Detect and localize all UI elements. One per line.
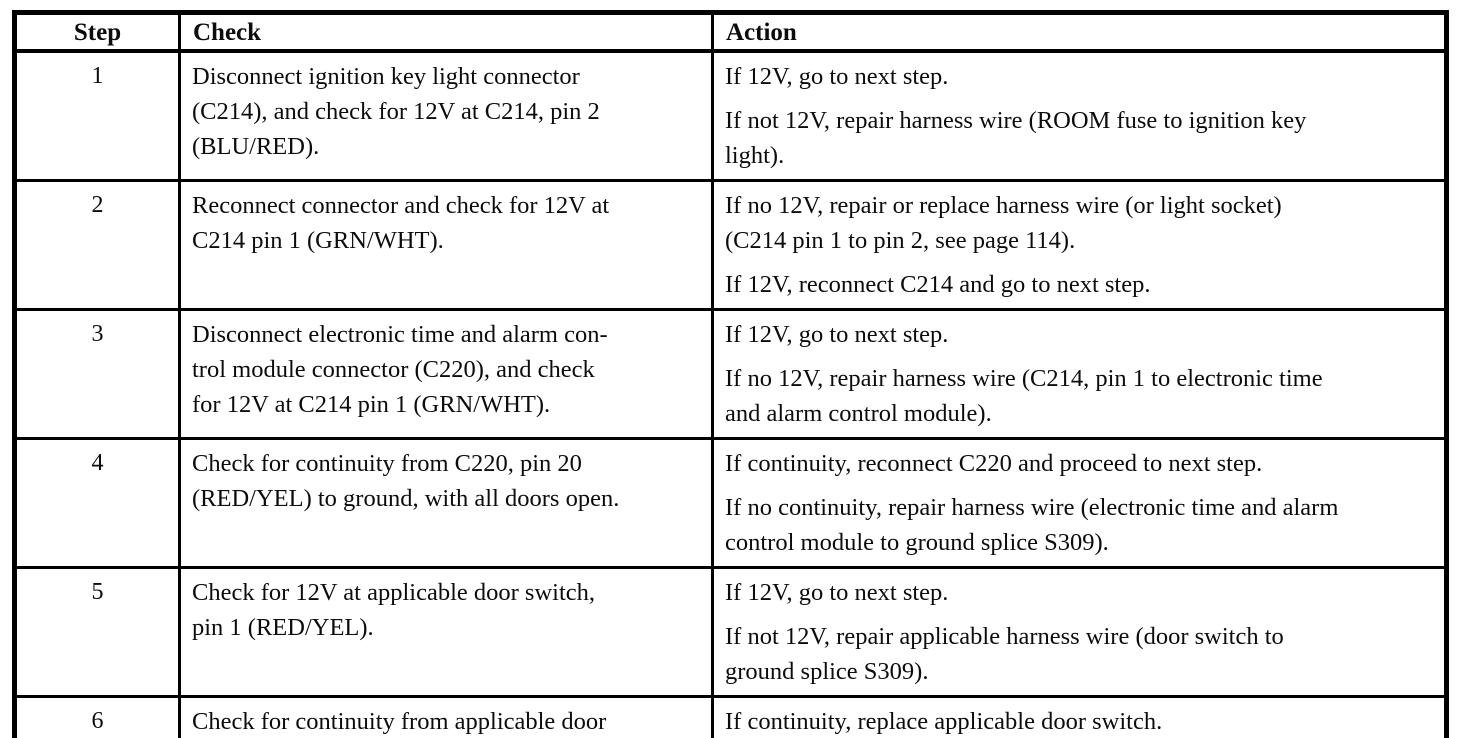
- action-text: If no continuity, repair harness wire (e…: [725, 493, 1339, 556]
- action-text: If 12V, reconnect C214 and go to next st…: [725, 270, 1151, 298]
- action-cell: If 12V, go to next step. If not 12V, repa…: [711, 565, 1448, 698]
- action-text: If not 12V, repair applicable harness wi…: [725, 622, 1284, 685]
- check-text: Check for 12V at applicable door switch,…: [178, 565, 714, 698]
- check-text: Disconnect ignition key light connector …: [178, 49, 714, 182]
- check-text: Reconnect connector and check for 12V at…: [178, 178, 714, 311]
- action-cell: If continuity, replace applicable door s…: [711, 694, 1448, 738]
- action-cell: If no 12V, repair or replace harness wir…: [711, 178, 1448, 311]
- column-header-check: Check: [178, 11, 714, 53]
- step-number: 5: [13, 565, 181, 698]
- column-header-action: Action: [711, 11, 1448, 53]
- action-cell: If 12V, go to next step. If no 12V, repai…: [711, 307, 1448, 440]
- action-text: If 12V, go to next step.: [725, 62, 949, 90]
- step-number: 4: [13, 436, 181, 569]
- step-number: 6: [13, 694, 181, 738]
- action-cell: If 12V, go to next step. If not 12V, repa…: [711, 49, 1448, 182]
- step-number: 1: [13, 49, 181, 182]
- header-row: Step Check Action: [13, 11, 1448, 53]
- check-text: Disconnect electronic time and alarm con…: [178, 307, 714, 440]
- step-number: 3: [13, 307, 181, 440]
- action-cell: If continuity, reconnect C220 and procee…: [711, 436, 1448, 569]
- step-number: 2: [13, 178, 181, 311]
- action-text: If no 12V, repair harness wire (C214, pi…: [725, 364, 1323, 427]
- action-text: If continuity, reconnect C220 and procee…: [725, 449, 1263, 477]
- action-text: If no 12V, repair or replace harness wir…: [725, 191, 1282, 254]
- check-text: Check for continuity from C220, pin 20 (…: [178, 436, 714, 569]
- column-header-step: Step: [13, 11, 181, 53]
- action-text: If continuity, replace applicable door s…: [725, 707, 1163, 735]
- check-text: Check for continuity from applicable doo…: [178, 694, 714, 738]
- action-text: If 12V, go to next step.: [725, 320, 949, 348]
- action-text: If 12V, go to next step.: [725, 578, 949, 606]
- action-text: If not 12V, repair harness wire (ROOM fu…: [725, 106, 1307, 169]
